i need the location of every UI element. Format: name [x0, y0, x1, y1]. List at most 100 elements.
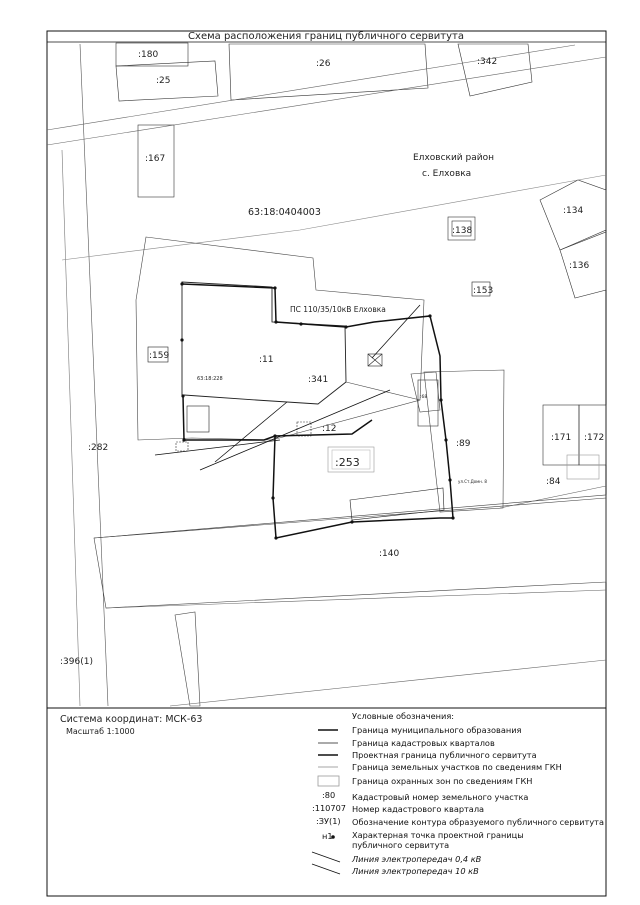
servitude-line-right	[351, 399, 454, 523]
map-area	[46, 42, 607, 707]
box-159	[147, 346, 169, 363]
map-labels: :180 :25 :26 :342 :167 Елховский район с…	[60, 50, 604, 667]
substation-box	[367, 353, 383, 367]
parcel-68	[410, 371, 441, 413]
legend-item-parcel: Граница земельных участков по сведениям …	[352, 762, 562, 772]
boundary-points	[180, 282, 455, 540]
legend-item-quarter-number: Номер кадастрового квартала	[352, 804, 484, 814]
legend-item-point: Характерная точка проектной границы	[352, 830, 524, 840]
building-138	[447, 216, 476, 241]
building-138-inner	[451, 220, 472, 237]
legend-item-04kv: Линия электропередач 0,4 кВ	[351, 854, 482, 864]
road-edge-left	[79, 43, 109, 707]
building-342	[457, 43, 533, 97]
map-title: Схема расположения границ публичного сер…	[188, 31, 464, 42]
road-lower-2	[105, 589, 607, 609]
legend-line-04kv	[311, 851, 341, 863]
legend-item-quarter: Граница кадастровых кварталов	[352, 738, 495, 748]
servitude-line-top	[181, 283, 442, 401]
legend-title: Условные обозначения:	[352, 711, 454, 721]
parcel-89	[423, 369, 505, 513]
parcel-label-180: :180	[138, 50, 158, 60]
parcel-label-12: :12	[322, 424, 336, 434]
power-lines	[154, 304, 421, 471]
legend-symbol-point: н1	[322, 831, 333, 841]
substation-label: ПС 110/35/10кВ Елховка	[290, 305, 386, 314]
legend-item-zone: Граница охранных зон по сведениям ГКН	[352, 776, 532, 786]
legend-symbol-contour: :ЗУ(1)	[316, 816, 341, 826]
parcel-172	[578, 404, 607, 466]
road-140-edge	[93, 497, 607, 539]
road-upper-2	[46, 56, 607, 146]
building-180	[115, 42, 189, 67]
legend-item-contour: Обозначение контура образуемого публично…	[352, 817, 604, 827]
street-label: ул.Ст.Домн. 8	[458, 479, 487, 484]
legend-item-10kv: Линия электропередач 10 кВ	[351, 866, 479, 876]
legend-item-servitude: Проектная граница публичного сервитута	[352, 750, 537, 760]
parcel-label-140: :140	[379, 549, 399, 559]
power-line-04kv-2	[214, 401, 288, 463]
road-right	[499, 485, 607, 509]
boundary-point	[299, 322, 303, 326]
parcel-label-253: :253	[335, 456, 360, 469]
coordinate-system: Система координат: МСК-63	[60, 714, 202, 725]
boundary-point	[439, 398, 443, 402]
boundary-point	[344, 325, 348, 329]
building-26	[228, 43, 429, 101]
boundary-point	[448, 478, 452, 482]
legend-item-municipal: Граница муниципального образования	[352, 725, 522, 735]
parcel-label-342: :342	[477, 57, 497, 67]
power-line-10kv-2	[371, 304, 421, 359]
road-upper	[46, 44, 576, 131]
parcel-134	[539, 179, 607, 251]
boundary-point	[274, 320, 278, 324]
legend-zone-swatch	[317, 775, 340, 787]
servitude-boundary	[181, 283, 454, 539]
building-253-inner	[331, 449, 371, 470]
parcel-label-159: :159	[149, 351, 169, 361]
parcel-split-1	[345, 381, 421, 401]
legend-item-point-2: публичного сервитута	[352, 840, 449, 850]
parcel-label-89: :89	[456, 439, 471, 449]
area-village: с. Елховка	[422, 169, 471, 179]
zone-label: 63:18:228	[197, 376, 223, 382]
legend-symbol-quarter: :110707	[312, 803, 346, 813]
parcel-label-26: :26	[316, 59, 331, 69]
boundary-point	[451, 516, 455, 520]
parcel-label-138: :138	[452, 226, 472, 236]
parcel-341	[135, 236, 425, 441]
parcel-label-167: :167	[145, 154, 165, 164]
boundary-point	[274, 536, 278, 540]
legend-point-dot	[331, 835, 335, 839]
parcel-label-153: :153	[473, 286, 493, 296]
servitude-line-bottom	[182, 395, 353, 539]
parcel-396	[174, 611, 201, 707]
parcel-label-11: :11	[259, 355, 273, 365]
dashed-structure-2	[175, 441, 189, 452]
box-153	[471, 281, 491, 297]
boundary-point	[428, 314, 432, 318]
scale-label: Масштаб 1:1000	[66, 727, 135, 736]
building-172	[566, 454, 600, 480]
boundary-point	[271, 496, 275, 500]
parcel-136	[559, 231, 607, 299]
road-140	[93, 494, 607, 609]
quarter-number: 63:18:0404003	[248, 207, 321, 218]
parcel-label-136: :136	[569, 261, 589, 271]
boundary-point	[180, 338, 184, 342]
boundary-point	[180, 282, 184, 286]
legend-line-10kv	[311, 863, 341, 875]
legend: Условные обозначения: Граница муниципаль…	[311, 711, 604, 876]
building-253	[327, 446, 375, 473]
area-district: Елховский район	[413, 153, 494, 163]
boundary-point	[444, 438, 448, 442]
parcel-label-134: :134	[563, 206, 583, 216]
boundary-point	[182, 438, 186, 442]
boundary-point	[350, 520, 354, 524]
building-89-a	[417, 379, 439, 427]
parcel-label-84: :84	[546, 477, 561, 487]
parcel-label-172: :172	[584, 433, 604, 443]
power-line-04kv-1	[154, 439, 281, 456]
boundary-point	[273, 286, 277, 290]
